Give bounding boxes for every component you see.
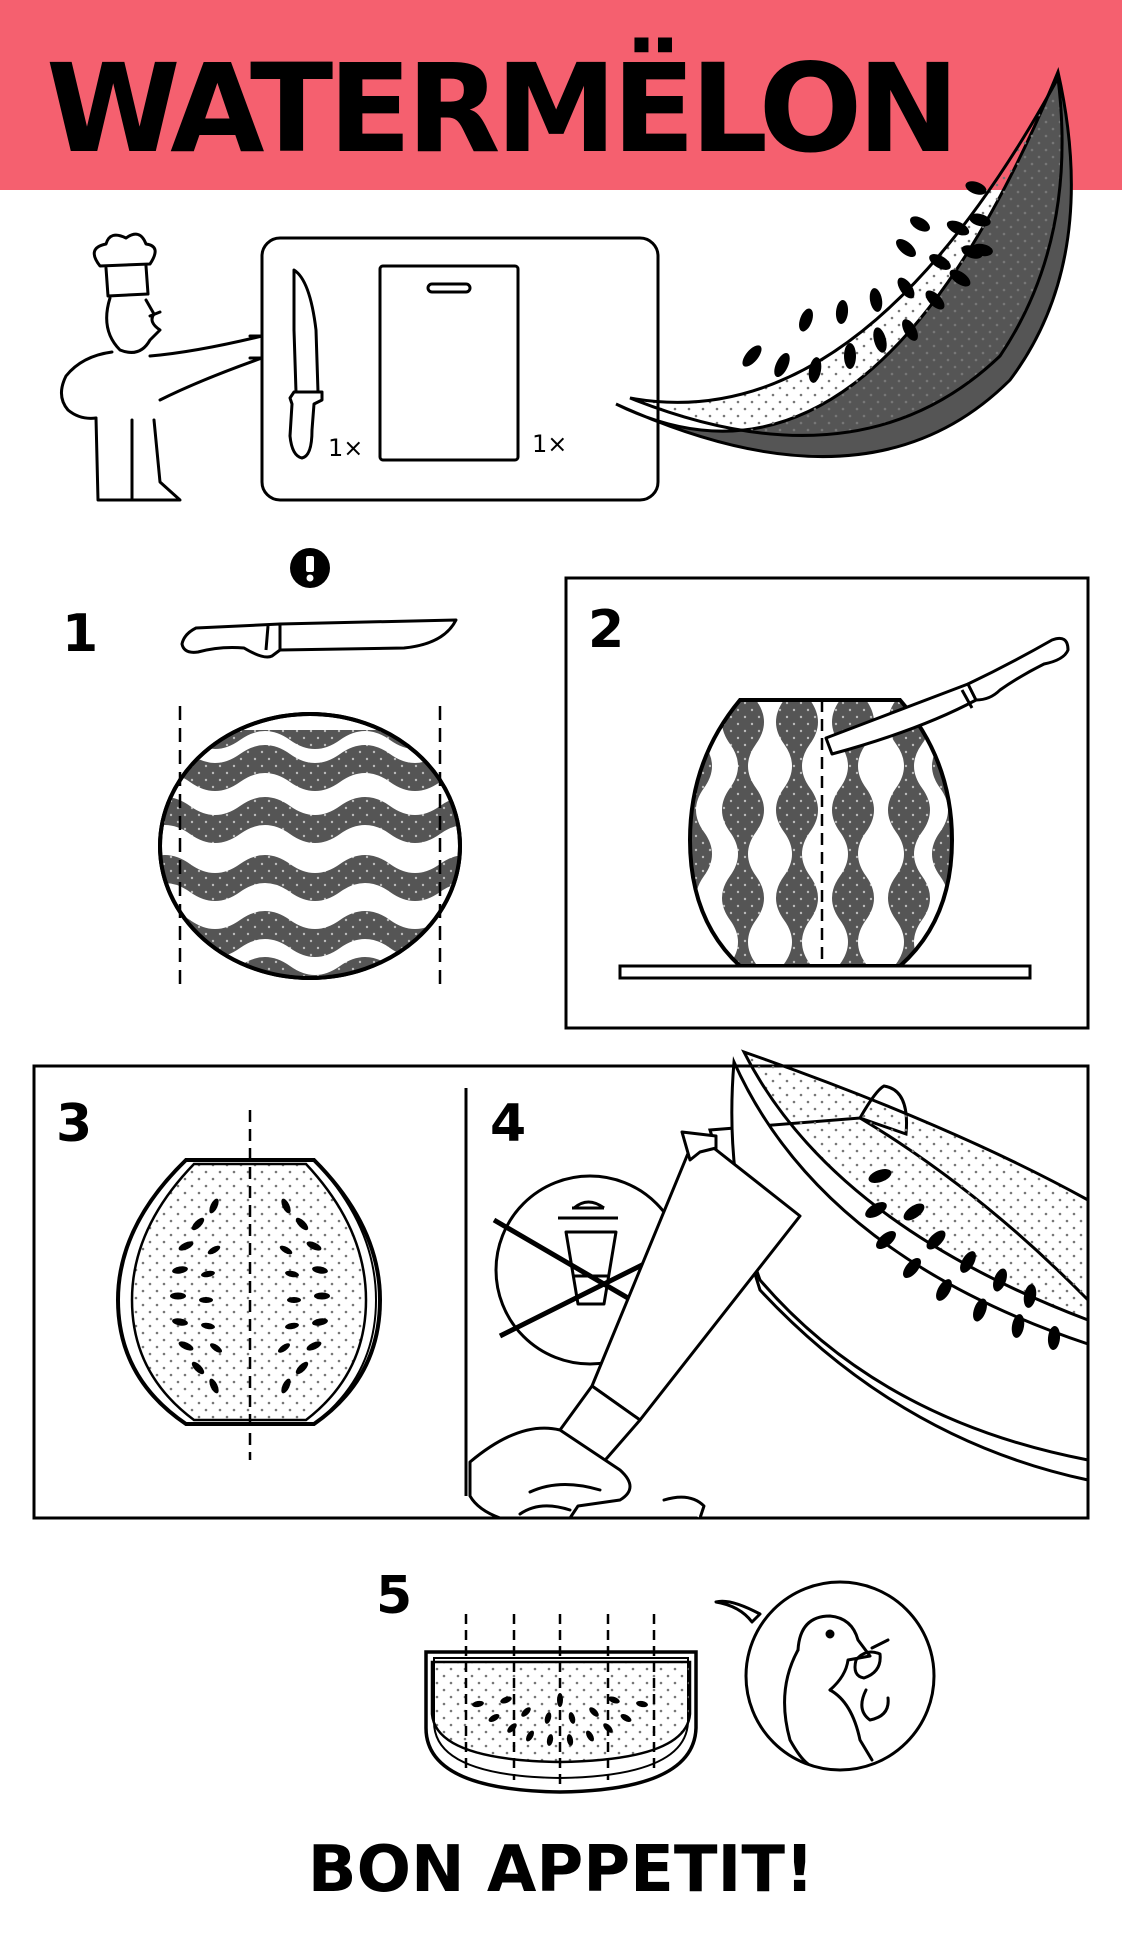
watermelon-piece-icon bbox=[424, 1614, 698, 1794]
watermelon-slice-icon bbox=[708, 1049, 1090, 1482]
watermelon-whole-icon bbox=[158, 712, 462, 980]
footer-text: BON APPETIT! bbox=[307, 1833, 815, 1907]
step-4-number: 4 bbox=[490, 1094, 527, 1154]
board-quantity: 1× bbox=[532, 430, 568, 458]
knife-icon bbox=[180, 618, 458, 659]
header-banner bbox=[0, 0, 1122, 190]
step-1-number: 1 bbox=[62, 604, 99, 664]
chef-icon bbox=[60, 232, 264, 502]
step-5-number: 5 bbox=[376, 1566, 413, 1626]
warning-icon bbox=[290, 548, 330, 588]
knife-quantity: 1× bbox=[328, 434, 364, 462]
watermelon-whole-icon bbox=[687, 698, 955, 968]
step-3-number: 3 bbox=[56, 1094, 93, 1154]
cutting-board-icon bbox=[378, 264, 520, 462]
hand-icon bbox=[468, 1426, 706, 1520]
watermelon-half-icon bbox=[115, 1110, 383, 1460]
eating-person-icon bbox=[714, 1580, 936, 1772]
page-title: WATERMËLON bbox=[46, 38, 959, 180]
watermelon-slice-icon bbox=[615, 67, 1073, 459]
knife-icon bbox=[824, 636, 1070, 756]
knife-icon bbox=[288, 268, 324, 460]
step-2-number: 2 bbox=[588, 600, 625, 660]
